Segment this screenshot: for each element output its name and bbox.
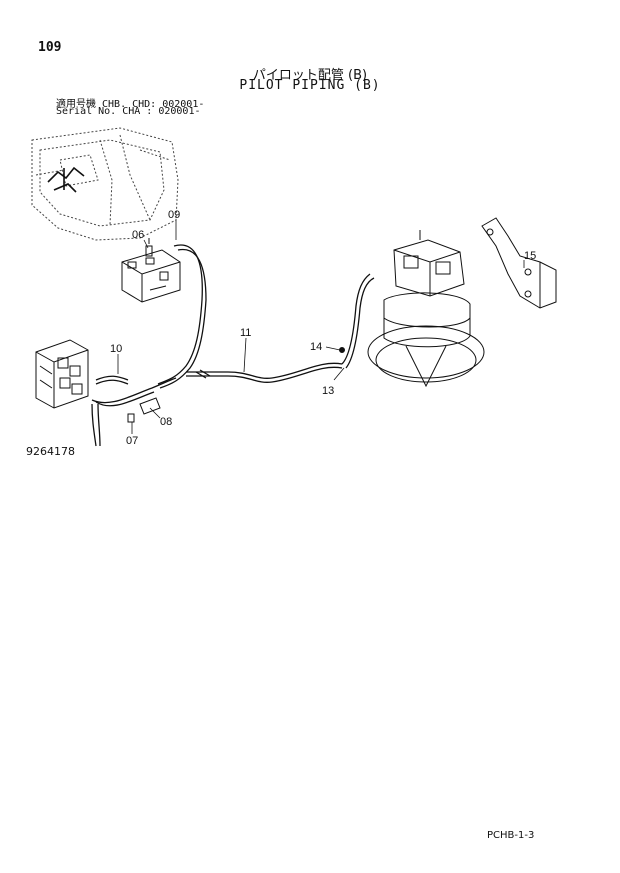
fitting-07 bbox=[127, 413, 135, 423]
serial-applicability-line-1: 適用号機 CHB. CHD: 002001- bbox=[56, 99, 205, 110]
page-number: 109 bbox=[38, 40, 62, 55]
callout-10: 10 bbox=[110, 343, 122, 355]
page-title: PILOT PIPING (B) bbox=[239, 78, 381, 93]
callout-11: 11 bbox=[240, 327, 251, 339]
hose-09 bbox=[157, 244, 207, 389]
control-valve-assembly bbox=[35, 339, 89, 409]
callout-09: 09 bbox=[168, 209, 180, 221]
callout-15: 15 bbox=[524, 250, 536, 262]
bracket-15 bbox=[481, 217, 557, 309]
callout-08: 08 bbox=[160, 416, 172, 428]
page-code: PCHB-1-3 bbox=[487, 830, 535, 841]
hose-10 bbox=[91, 375, 177, 447]
machine-pilot-line bbox=[47, 166, 85, 193]
callout-14: 14 bbox=[310, 341, 322, 353]
hose-13 bbox=[341, 273, 375, 369]
serial-applicability-line-2: Serial No. CHA : 020001- bbox=[56, 106, 201, 117]
page-title-japanese: パイロット配管 (B) bbox=[252, 68, 368, 83]
callout-07: 07 bbox=[126, 435, 138, 447]
figure-number: 9264178 bbox=[26, 445, 75, 458]
hose-11 bbox=[186, 362, 343, 383]
fitting-14 bbox=[339, 347, 345, 353]
callout-13: 13 bbox=[322, 385, 334, 397]
callout-leaders bbox=[117, 220, 525, 434]
fitting-08 bbox=[139, 397, 161, 415]
swing-motor bbox=[367, 230, 485, 388]
pilot-valve-block bbox=[121, 249, 181, 303]
callout-06: 06 bbox=[132, 229, 144, 241]
machine-outline bbox=[31, 127, 179, 241]
fitting-06 bbox=[145, 238, 153, 257]
